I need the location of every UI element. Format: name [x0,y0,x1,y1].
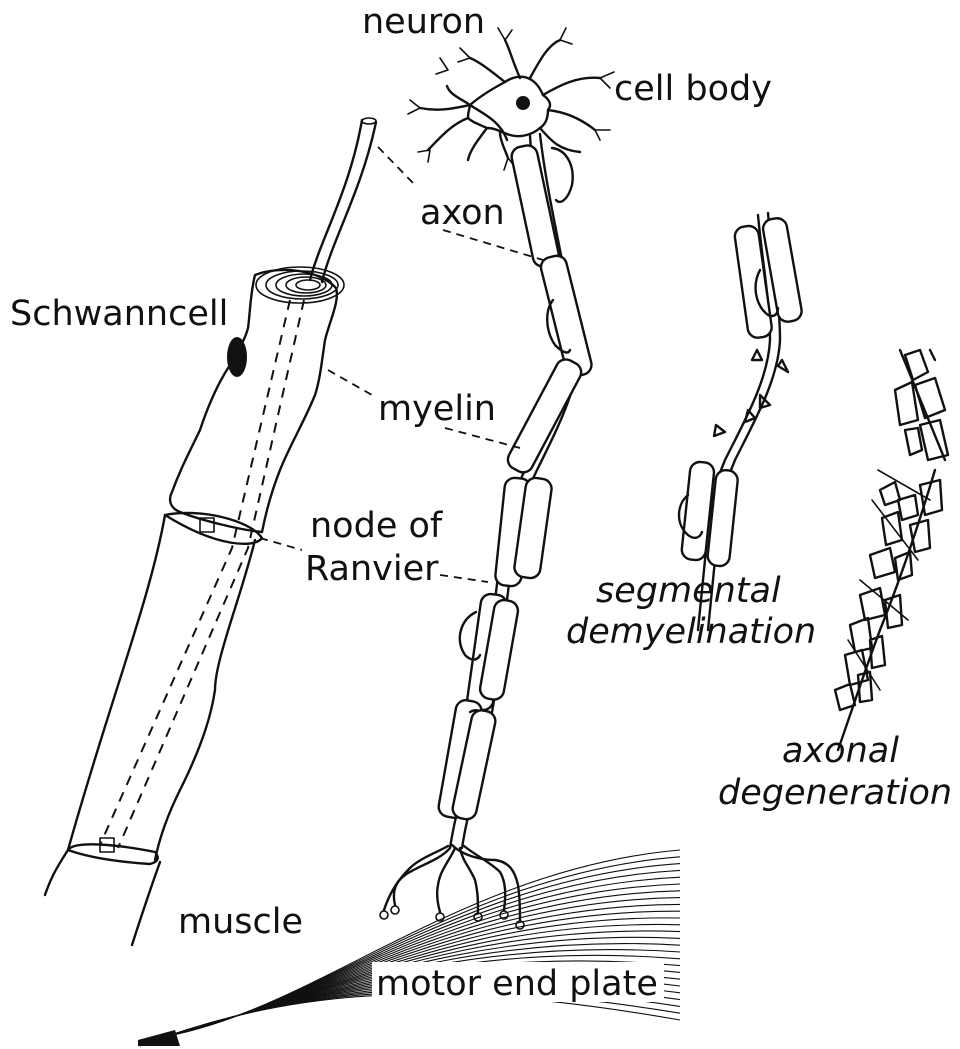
label-node-of: node of [310,506,443,546]
label-segmental: segmental [596,571,781,611]
label-motor-end-plate: motor end plate [376,964,658,1004]
muscle-fiber-convergence [138,1030,180,1046]
label-neuron: neuron [362,2,485,42]
segmental-demyelination-illustration [679,213,803,630]
muscle-fiber [140,850,680,1040]
muscle-fibers [138,850,680,1046]
label-muscle: muscle [178,902,303,942]
label-myelin: myelin [378,389,496,429]
muscle-fiber [140,864,680,1041]
label-axon: axon [420,193,505,233]
label-ranvier: Ranvier [305,549,439,589]
labels: neuron cell body axon Schwanncell myelin… [10,2,952,1004]
label-demyelination: demyelination [566,612,816,652]
axonal-degeneration-illustration [835,350,948,750]
neuron-cell-body [408,28,614,170]
label-cell-body: cell body [614,69,772,109]
label-schwanncell: Schwanncell [10,294,228,334]
label-axonal: axonal [782,731,899,771]
label-degeneration: degeneration [718,773,952,813]
